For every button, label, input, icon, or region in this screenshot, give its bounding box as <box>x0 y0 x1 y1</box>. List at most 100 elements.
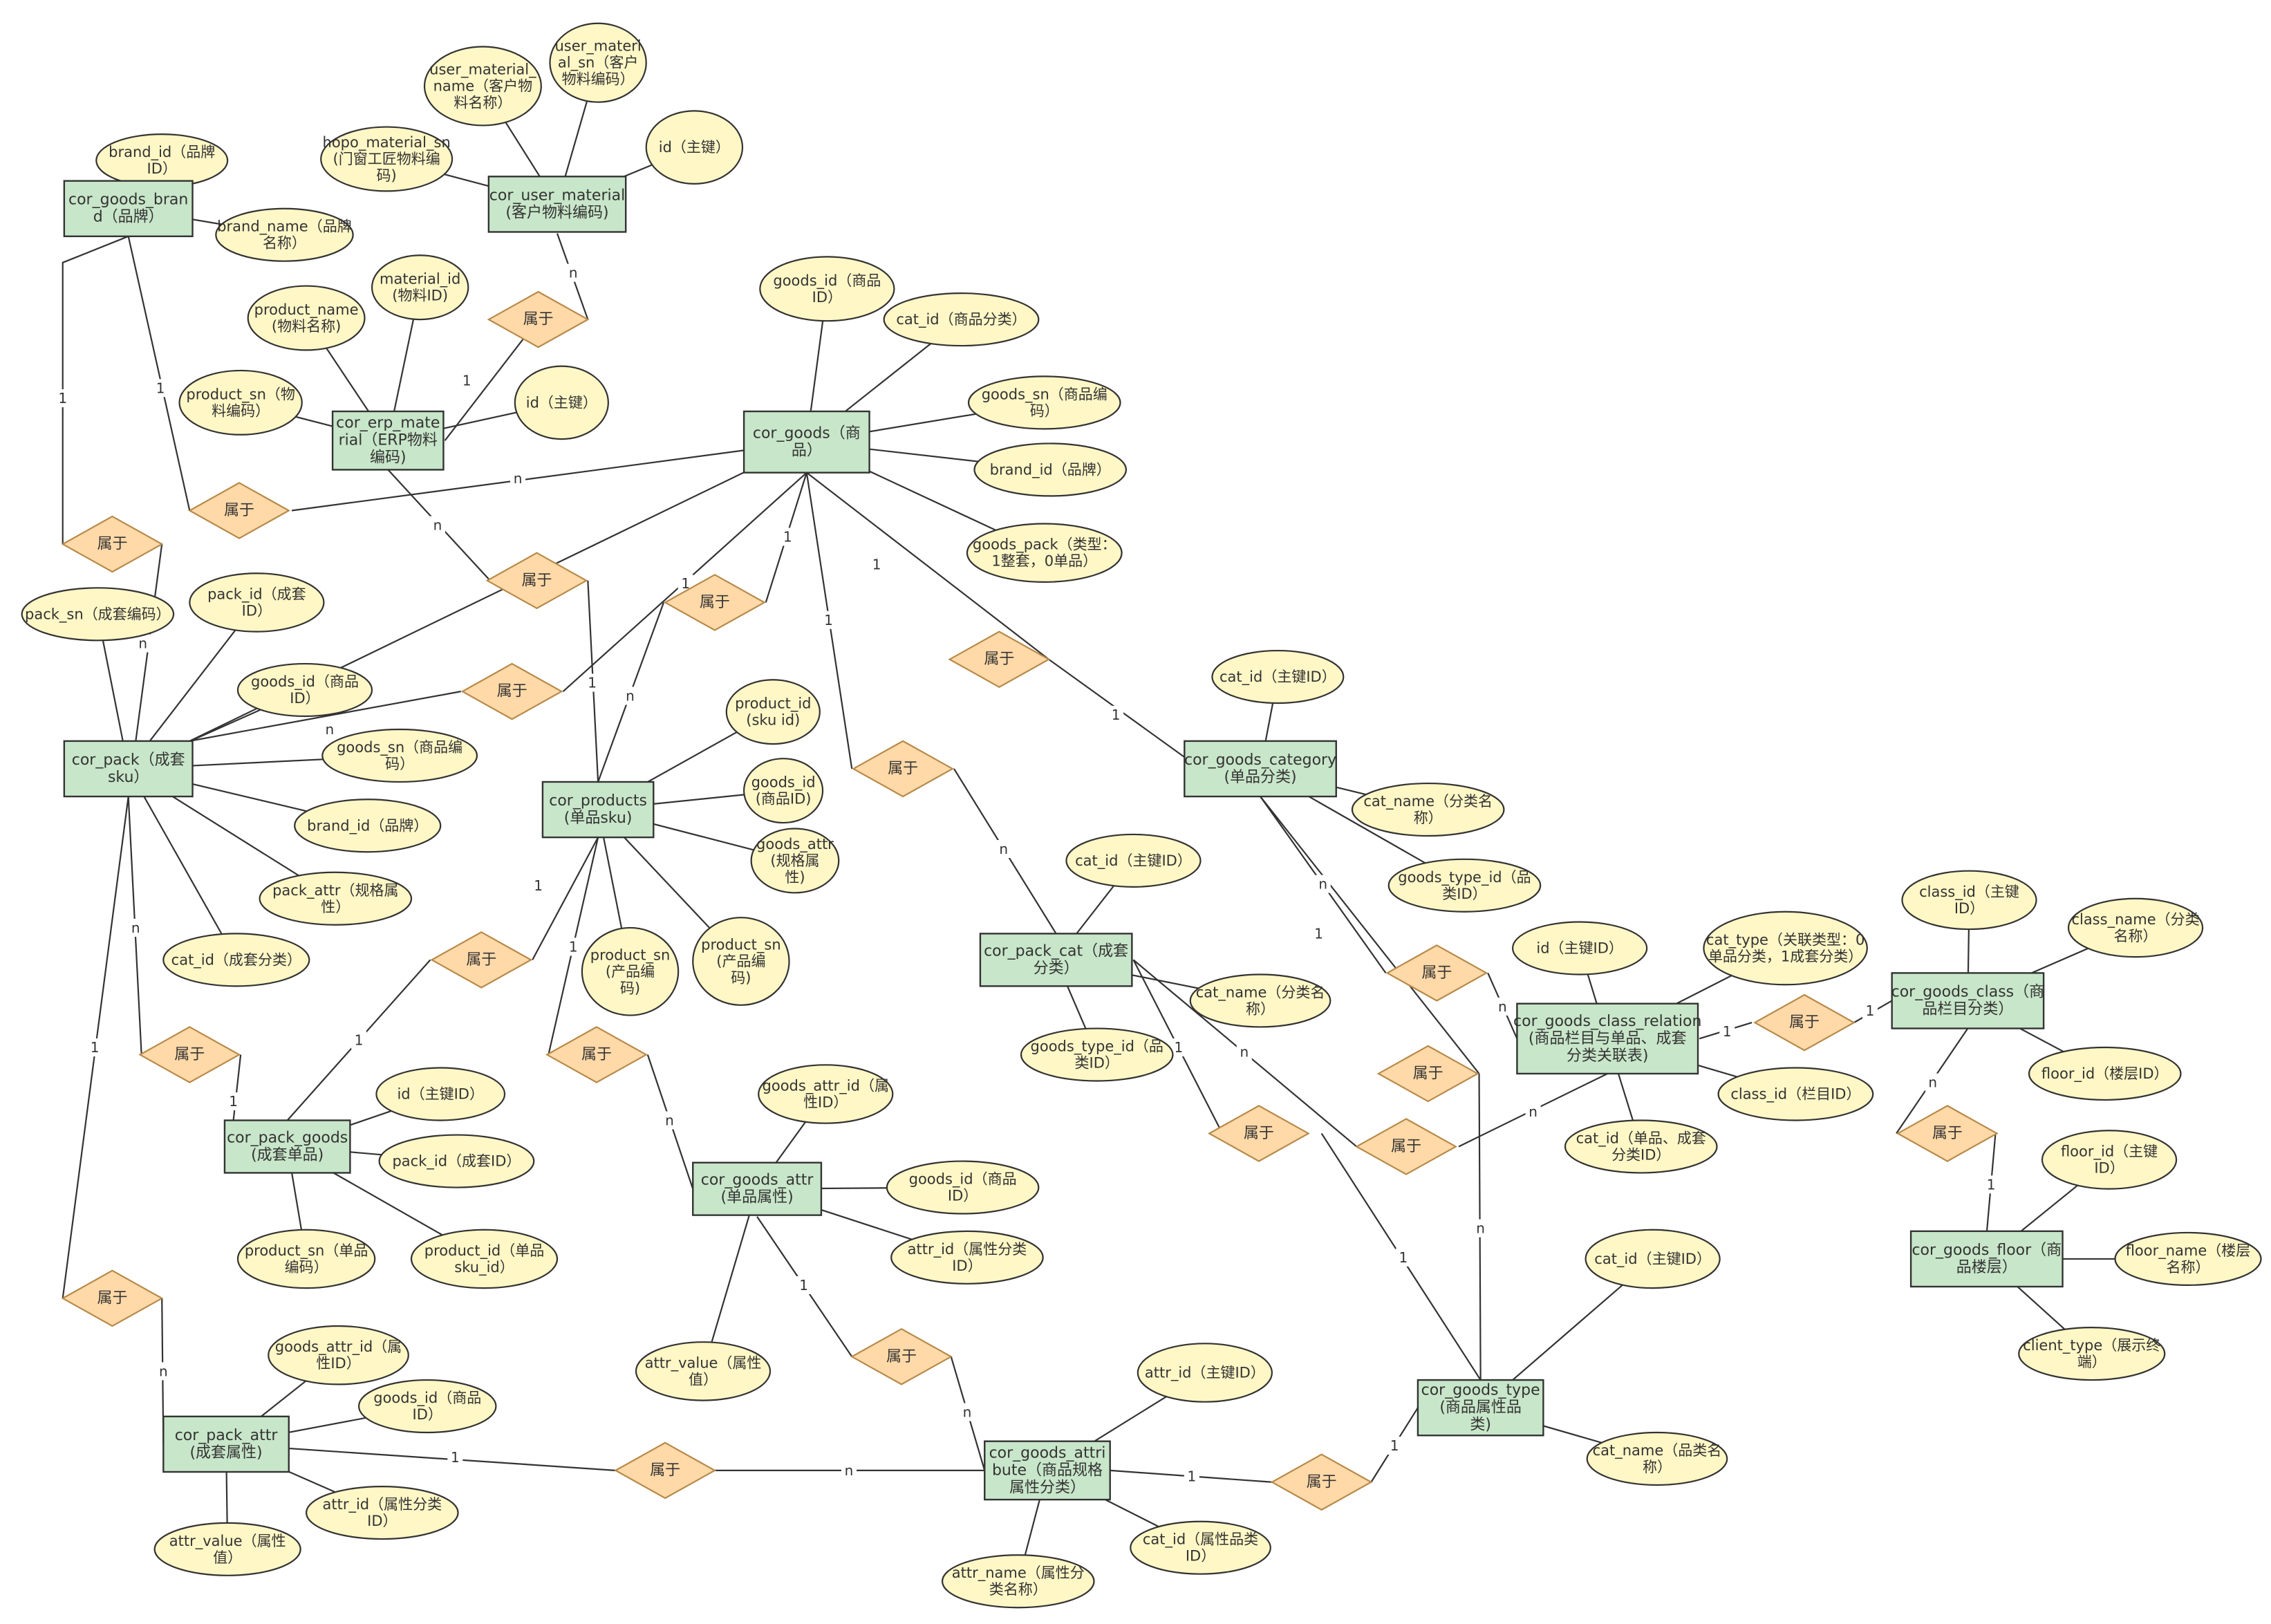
attribute-a55[interactable]: attr_value（属性值） <box>635 1341 772 1401</box>
attribute-a48[interactable]: attr_value（属性值） <box>153 1522 301 1576</box>
relationship-diamond[interactable]: 属于 <box>430 931 533 989</box>
relationship-diamond[interactable]: 属于 <box>485 552 588 610</box>
entity-box <box>742 410 870 474</box>
attribute-a49[interactable]: floor_id（主键ID） <box>2041 1130 2178 1190</box>
attribute-a24[interactable]: goods_id(商品ID) <box>742 758 824 824</box>
relationship-diamond[interactable]: 属于 <box>61 1269 164 1327</box>
entity-cor-pack-goods[interactable]: cor_pack_goods(成套单品) <box>223 1119 351 1174</box>
attribute-a38[interactable]: class_id（主键ID） <box>1901 870 2037 931</box>
relationship-diamond[interactable]: 属于 <box>852 740 955 798</box>
relationship-diamond[interactable]: 属于 <box>138 1026 241 1083</box>
attribute-a16[interactable]: pack_sn（成套编码） <box>21 587 175 642</box>
attribute-a56[interactable]: attr_id（主键ID） <box>1137 1343 1273 1403</box>
relationship-diamond[interactable]: 属于 <box>850 1327 953 1385</box>
attribute-a8[interactable]: material_id(物料ID) <box>371 254 469 321</box>
attribute-a7[interactable]: product_name(物料名称) <box>247 285 366 351</box>
relationship-diamond[interactable]: 属于 <box>614 1441 717 1500</box>
attribute-a11[interactable]: goods_id（商品ID） <box>759 256 895 322</box>
entity-cor-pack-attr[interactable]: cor_pack_attr(成套属性) <box>162 1415 290 1473</box>
attribute-a18[interactable]: goods_id（商品ID） <box>236 662 373 718</box>
attribute-a6[interactable]: id（主键） <box>645 110 744 185</box>
attribute-a22[interactable]: cat_id（成套分类） <box>162 933 310 987</box>
relationship-diamond[interactable]: 属于 <box>460 662 563 720</box>
relationship-diamond[interactable]: 属于 <box>663 574 766 631</box>
relationship-diamond[interactable]: 属于 <box>1385 944 1488 1002</box>
attribute-a23[interactable]: product_id(sku id) <box>725 679 821 745</box>
attribute-a10[interactable]: id（主键） <box>514 365 609 440</box>
attribute-a40[interactable]: floor_id（楼层ID） <box>2028 1046 2182 1101</box>
attribute-a4[interactable]: user_material_sn（客户物料编码） <box>549 22 647 103</box>
attribute-a17[interactable]: pack_id（成套ID） <box>189 572 325 633</box>
relationship-diamond[interactable]: 属于 <box>1376 1045 1479 1103</box>
attribute-a9[interactable]: product_sn（物料编码） <box>178 369 303 436</box>
relationship-diamond[interactable]: 属于 <box>1896 1105 1999 1162</box>
attribute-a20[interactable]: brand_id（品牌） <box>294 799 442 853</box>
relationship-diamond[interactable]: 属于 <box>545 1026 648 1083</box>
attribute-a44[interactable]: product_id（单品sku_id） <box>410 1229 559 1289</box>
relationship-diamond[interactable]: 属于 <box>487 290 590 348</box>
entity-cor-products[interactable]: cor_products(单品sku) <box>541 781 655 839</box>
attribute-a46[interactable]: goods_id（商品ID） <box>357 1379 497 1434</box>
entity-cor-goods-category[interactable]: cor_goods_category(单品分类) <box>1184 740 1337 798</box>
entity-cor-user-material[interactable]: cor_user_material(客户物料编码) <box>487 176 627 233</box>
attribute-a41[interactable]: id（主键ID） <box>375 1067 506 1121</box>
relationship-diamond[interactable]: 属于 <box>948 631 1051 689</box>
entity-cor-goods[interactable]: cor_goods（商品） <box>742 410 870 474</box>
attribute-label: cat_name（品类名 <box>1593 1442 1722 1459</box>
attribute-a31[interactable]: cat_id（主键ID） <box>1065 833 1202 888</box>
entity-cor-goods-attr[interactable]: cor_goods_attr(单品属性) <box>692 1161 823 1216</box>
relationship-diamond[interactable]: 属于 <box>61 515 164 573</box>
attribute-a28[interactable]: cat_id（主键ID） <box>1211 649 1345 704</box>
attribute-label: product_sn <box>590 946 671 964</box>
entity-cor-goods-brand[interactable]: cor_goods_brand（品牌） <box>63 180 194 238</box>
attribute-a15[interactable]: goods_pack（类型：1整套，0单品） <box>966 523 1123 583</box>
entity-cor-goods-class-relation[interactable]: cor_goods_class_relation(商品栏目与单品、成套分类关联表… <box>1513 1002 1701 1075</box>
attribute-a59[interactable]: cat_id（主键ID） <box>1585 1229 1721 1289</box>
attribute-a12[interactable]: cat_id（商品分类） <box>883 292 1040 347</box>
relationship-diamond[interactable]: 属于 <box>188 482 291 539</box>
relationship-diamond[interactable]: 属于 <box>1207 1105 1310 1162</box>
attribute-a36[interactable]: class_id（栏目ID） <box>1717 1067 1874 1121</box>
relationship-diamond[interactable]: 属于 <box>1355 1118 1458 1175</box>
attribute-a34[interactable]: id（主键ID） <box>1511 921 1648 976</box>
entity-cor-pack-cat[interactable]: cor_pack_cat（成套分类） <box>979 933 1133 987</box>
attribute-a42[interactable]: pack_id（成套ID） <box>378 1134 535 1188</box>
attribute-a14[interactable]: brand_id（品牌） <box>973 442 1128 497</box>
relationship-diamond[interactable]: 属于 <box>1270 1453 1373 1511</box>
attribute-a53[interactable]: goods_id（商品ID） <box>886 1160 1040 1215</box>
relationship-diamond[interactable]: 属于 <box>1753 993 1856 1052</box>
